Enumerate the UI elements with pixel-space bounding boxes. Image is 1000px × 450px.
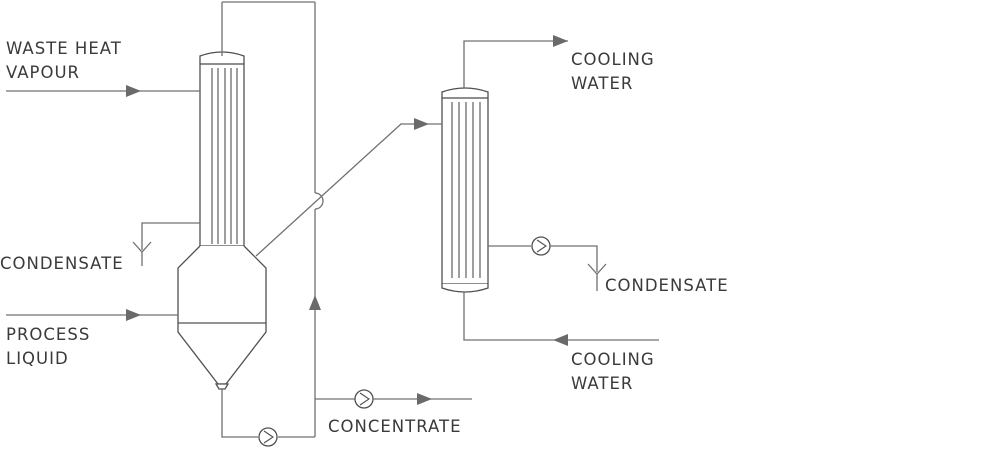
label-concentrate: CONCENTRATE bbox=[328, 417, 462, 436]
recirculation-pump-icon bbox=[258, 427, 278, 447]
cooling-water-in-arrow bbox=[553, 334, 568, 346]
concentrate-line bbox=[315, 389, 472, 409]
evaporator bbox=[177, 51, 267, 390]
recirculation-up-arrow bbox=[309, 295, 321, 310]
line-crossover-hop bbox=[314, 192, 324, 210]
condensate-pump-icon bbox=[531, 236, 551, 256]
evaporator-separator-body bbox=[177, 245, 267, 385]
condenser-shell bbox=[441, 97, 489, 285]
waste-heat-vapour-arrow bbox=[126, 85, 141, 97]
condenser-tubes bbox=[451, 102, 481, 278]
concentrate-arrow bbox=[417, 393, 432, 405]
evaporator-bottom-nozzle bbox=[214, 383, 230, 390]
vapour-to-condenser-arrow bbox=[414, 118, 429, 130]
cooling-water-in-line bbox=[463, 292, 659, 346]
cooling-water-out-line bbox=[463, 35, 568, 88]
label-waste-heat-vapour: WASTE HEAT VAPOUR bbox=[6, 39, 128, 82]
process-liquid-line bbox=[6, 309, 178, 321]
label-process-liquid: PROCESS LIQUID bbox=[6, 325, 97, 368]
condensate-right-line bbox=[488, 236, 607, 291]
condenser-top-head bbox=[441, 87, 489, 98]
label-condensate-left: CONDENSATE bbox=[0, 254, 124, 273]
label-condensate-right: CONDENSATE bbox=[605, 276, 729, 295]
condenser bbox=[441, 87, 489, 293]
process-liquid-arrow bbox=[126, 309, 141, 321]
condenser-bottom-head bbox=[441, 284, 489, 293]
condensate-left-line bbox=[132, 222, 200, 266]
waste-heat-vapour-line bbox=[6, 85, 200, 97]
vapour-to-condenser-line bbox=[255, 118, 442, 257]
concentrate-pump-icon bbox=[354, 389, 374, 409]
recirculation-loop bbox=[221, 1, 324, 447]
evaporator-tubes bbox=[211, 68, 238, 244]
label-cooling-water-in: COOLING WATER bbox=[571, 350, 661, 393]
cooling-water-out-arrow bbox=[553, 35, 568, 47]
label-cooling-water-out: COOLING WATER bbox=[571, 50, 661, 93]
